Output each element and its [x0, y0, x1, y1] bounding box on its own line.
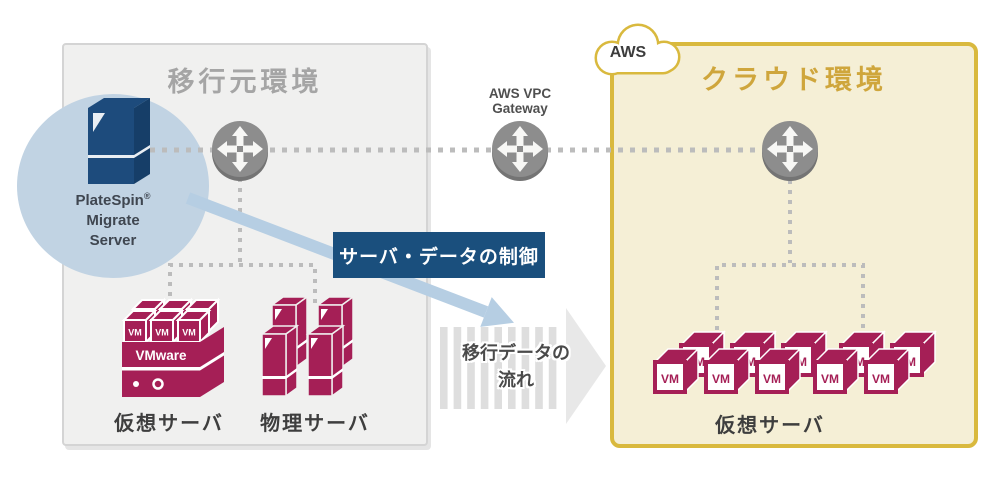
vpc-gateway-label-line1: AWS VPC	[488, 86, 552, 101]
source-environment-title: 移行元環境	[167, 67, 323, 97]
data-flow-label-line2: 流れ	[498, 370, 534, 390]
vpc-gateway-label: AWS VPC Gateway	[455, 86, 585, 116]
cloud-virtual-server-label: 仮想サーバ	[715, 415, 825, 437]
cloud-environment-box	[610, 42, 978, 448]
vpc-gateway-router-icon	[492, 121, 548, 181]
data-flow-label-line1: 移行データの	[462, 343, 570, 363]
data-flow-label: 移行データの 流れ	[446, 340, 586, 394]
platespin-product-line: Migrate	[86, 212, 140, 229]
cloud-environment-title: クラウド環境	[701, 65, 887, 95]
source-virtual-server-label: 仮想サーバ	[114, 413, 224, 435]
platespin-server-label: PlateSpin® Migrate Server	[38, 186, 188, 251]
aws-badge-label: AWS	[609, 44, 647, 61]
registered-mark: ®	[143, 191, 151, 201]
platespin-brand-line: PlateSpin®	[75, 191, 151, 209]
source-physical-server-label: 物理サーバ	[260, 413, 370, 435]
server-data-control-label: サーバ・データの制御	[333, 232, 545, 278]
vpc-gateway-label-line2: Gateway	[492, 101, 548, 116]
platespin-role-line: Server	[89, 232, 137, 249]
